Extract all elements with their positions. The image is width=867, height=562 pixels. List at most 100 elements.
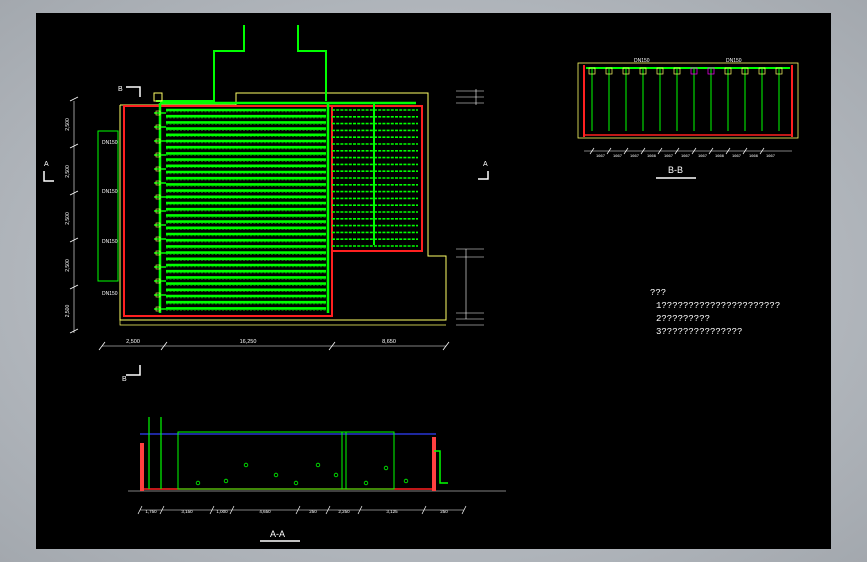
branch-valve <box>155 292 161 298</box>
dim-tick <box>69 237 79 243</box>
dim-tick <box>623 147 629 155</box>
dim-value: 2,500 <box>65 118 71 131</box>
aa-diffuser <box>273 472 279 478</box>
bb-riser-cap <box>690 67 698 75</box>
aa-basin-2 <box>341 431 395 490</box>
manifold-ticks <box>154 110 166 312</box>
cad-drawing: DN150 DN150 DN150 DN150 2,5002,5002,5002… <box>43 25 799 542</box>
cut-b-top-label: B <box>118 86 123 93</box>
cut-b-top-marker <box>126 86 141 97</box>
pipe-label-dn150-d: DN150 <box>102 291 118 297</box>
bb-riser-cap <box>741 67 749 75</box>
dim-value: 1666 <box>749 153 759 158</box>
dim-tick <box>657 147 663 155</box>
dim-tick <box>708 147 714 155</box>
branch-valve <box>155 194 161 200</box>
bb-riser-cap <box>588 67 596 75</box>
dim-tick <box>640 147 646 155</box>
aa-diffuser <box>293 480 299 486</box>
dim-value: 1666 <box>647 153 657 158</box>
notes-line-3: 3??????????????? <box>656 327 743 337</box>
aa-diffuser <box>223 478 229 484</box>
dim-tick <box>606 147 612 155</box>
aa-wall-right <box>432 437 436 491</box>
pipe-label-dn150-c: DN150 <box>102 239 118 245</box>
laterals-right <box>332 109 418 247</box>
dim-tick <box>421 505 427 515</box>
plan-outline-yellow <box>119 92 447 321</box>
branch-valve <box>155 124 161 130</box>
dim-tick <box>69 328 79 334</box>
bb-riser-cap <box>639 67 647 75</box>
dim-tick <box>461 505 467 515</box>
dim-tick <box>229 505 235 515</box>
dim-tick <box>98 341 106 351</box>
dim-tick <box>69 143 79 149</box>
dim-tick <box>725 147 731 155</box>
inlet-pipe-left <box>213 25 245 90</box>
dim-value: 1667 <box>613 153 623 158</box>
branch-valve <box>155 166 161 172</box>
design-notes: ??? 1?????????????????????? 2????????? 3… <box>650 287 780 339</box>
laterals-left <box>166 108 326 311</box>
aa-diffuser <box>243 462 249 468</box>
dim-value: 3,150 <box>181 509 193 514</box>
dim-tick <box>742 147 748 155</box>
branch-valve <box>155 208 161 214</box>
dim-tick <box>160 341 168 351</box>
plan-view: DN150 DN150 DN150 DN150 2,5002,5002,5002… <box>43 25 489 383</box>
bb-tank-outline <box>577 62 799 139</box>
aa-diffuser <box>363 480 369 486</box>
bb-riser-cap <box>656 67 664 75</box>
dim-tick <box>69 96 79 102</box>
bb-pipe-label-a: DN150 <box>634 58 650 64</box>
dim-value: 4,650 <box>259 509 271 514</box>
aa-diffuser <box>195 480 201 486</box>
dim-tick <box>69 190 79 196</box>
aa-section-title: A-A <box>270 529 285 539</box>
dim-value: 1,750 <box>145 509 157 514</box>
notes-line-2: 2????????? <box>656 314 711 324</box>
dim-tick <box>325 505 331 515</box>
dim-value: 1667 <box>596 153 606 158</box>
dim-value: 250 <box>309 509 317 514</box>
cut-b-bottom-marker <box>126 365 141 376</box>
cut-a-left-marker <box>43 171 54 182</box>
dim-tick <box>589 147 595 155</box>
branch-valve <box>155 264 161 270</box>
dim-tick <box>159 505 165 515</box>
dim-tick <box>295 505 301 515</box>
inlet-flange <box>153 92 163 102</box>
dim-value: 1667 <box>681 153 691 158</box>
branch-valve <box>155 180 161 186</box>
dim-tick <box>759 147 765 155</box>
aa-outlet-pipe <box>434 450 448 484</box>
bb-section-title: B-B <box>668 165 683 175</box>
dim-value: 3,125 <box>386 509 398 514</box>
dim-tick <box>357 505 363 515</box>
aa-wall-left <box>140 443 144 491</box>
bb-riser-cap <box>707 67 715 75</box>
cut-b-bottom-label: B <box>122 376 127 383</box>
branch-valve <box>155 278 161 284</box>
dim-value: 1667 <box>732 153 742 158</box>
aa-basin-1 <box>177 431 347 490</box>
bb-pipe-label-b: DN150 <box>726 58 742 64</box>
dim-tick <box>209 505 215 515</box>
dim-tick <box>442 341 450 351</box>
dim-value: 1667 <box>664 153 674 158</box>
aa-diffuser <box>383 465 389 471</box>
dim-value: 1,000 <box>216 509 228 514</box>
dim-tick <box>328 341 336 351</box>
right-level-markers <box>456 89 484 326</box>
inlet-pipe-right <box>297 25 327 101</box>
branch-valve <box>155 222 161 228</box>
branch-valve <box>155 138 161 144</box>
aa-diffuser <box>315 462 321 468</box>
bb-riser-cap <box>775 67 783 75</box>
